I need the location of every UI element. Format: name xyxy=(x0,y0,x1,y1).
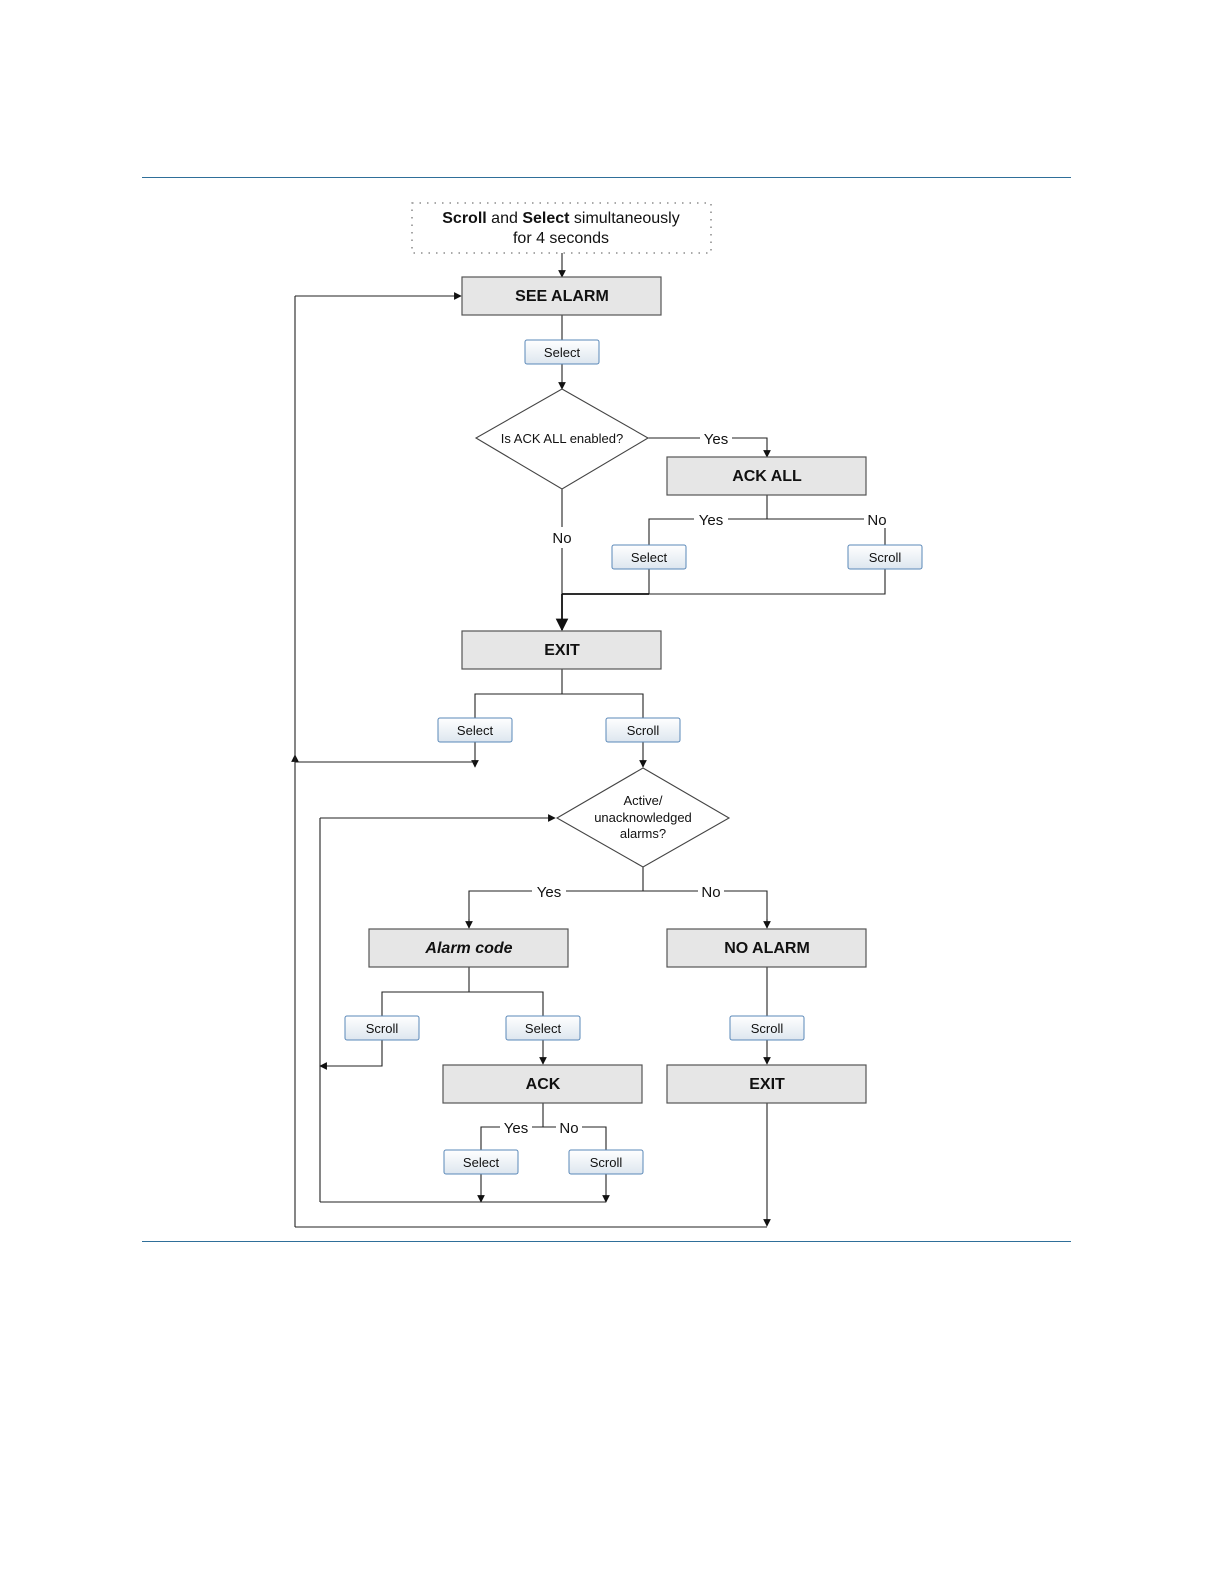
box-ack-all-label: ACK ALL xyxy=(732,468,802,485)
scroll-button: Scroll xyxy=(848,545,922,569)
scroll-button: Scroll xyxy=(569,1150,643,1174)
box-exit-label: EXIT xyxy=(544,642,580,659)
select-button: Select xyxy=(444,1150,518,1174)
decision-ack-all-enabled-label: Is ACK ALL enabled? xyxy=(501,431,623,446)
decision-ack-all-enabled: Is ACK ALL enabled? xyxy=(476,389,648,489)
decision-active-line3: alarms? xyxy=(620,826,666,841)
box-see-alarm: SEE ALARM xyxy=(462,277,661,315)
select-button-label: Select xyxy=(457,723,494,738)
scroll-button: Scroll xyxy=(345,1016,419,1040)
scroll-button: Scroll xyxy=(730,1016,804,1040)
box-alarm-code: Alarm code xyxy=(369,929,568,967)
select-button-label: Select xyxy=(544,345,581,360)
scroll-button: Scroll xyxy=(606,718,680,742)
scroll-button-label: Scroll xyxy=(590,1155,623,1170)
start-note: Scroll and Select simultaneously for 4 s… xyxy=(412,203,711,253)
select-button: Select xyxy=(438,718,512,742)
edge-label-no: No xyxy=(701,884,720,901)
box-no-alarm: NO ALARM xyxy=(667,929,866,967)
box-ack: ACK xyxy=(443,1065,642,1103)
edge-label-yes: Yes xyxy=(704,431,728,448)
edge-label-no: No xyxy=(559,1120,578,1137)
select-button: Select xyxy=(525,340,599,364)
select-button-label: Select xyxy=(525,1021,562,1036)
edge-label-yes: Yes xyxy=(504,1120,528,1137)
edge-label-yes: Yes xyxy=(699,512,723,529)
box-no-alarm-label: NO ALARM xyxy=(724,940,810,957)
select-button-label: Select xyxy=(463,1155,500,1170)
decision-active-line1: Active/ xyxy=(623,793,662,808)
scroll-button-label: Scroll xyxy=(869,550,902,565)
edge-label-no: No xyxy=(552,530,571,547)
box-exit: EXIT xyxy=(462,631,661,669)
box-see-alarm-label: SEE ALARM xyxy=(515,288,609,305)
start-note-line1: Scroll and Select simultaneously xyxy=(442,210,679,227)
box-alarm-code-label: Alarm code xyxy=(424,940,512,957)
box-exit-2-label: EXIT xyxy=(749,1076,785,1093)
decision-active-alarms: Active/ unacknowledged alarms? xyxy=(557,768,729,867)
scroll-button-label: Scroll xyxy=(627,723,660,738)
select-button: Select xyxy=(612,545,686,569)
start-note-line2: for 4 seconds xyxy=(513,230,609,247)
select-button: Select xyxy=(506,1016,580,1040)
box-ack-all: ACK ALL xyxy=(667,457,866,495)
box-ack-label: ACK xyxy=(526,1076,561,1093)
box-exit-2: EXIT xyxy=(667,1065,866,1103)
edge-label-yes: Yes xyxy=(537,884,561,901)
decision-active-line2: unacknowledged xyxy=(594,810,692,825)
select-button-label: Select xyxy=(631,550,668,565)
scroll-button-label: Scroll xyxy=(751,1021,784,1036)
scroll-button-label: Scroll xyxy=(366,1021,399,1036)
edge-label-no: No xyxy=(867,512,886,529)
